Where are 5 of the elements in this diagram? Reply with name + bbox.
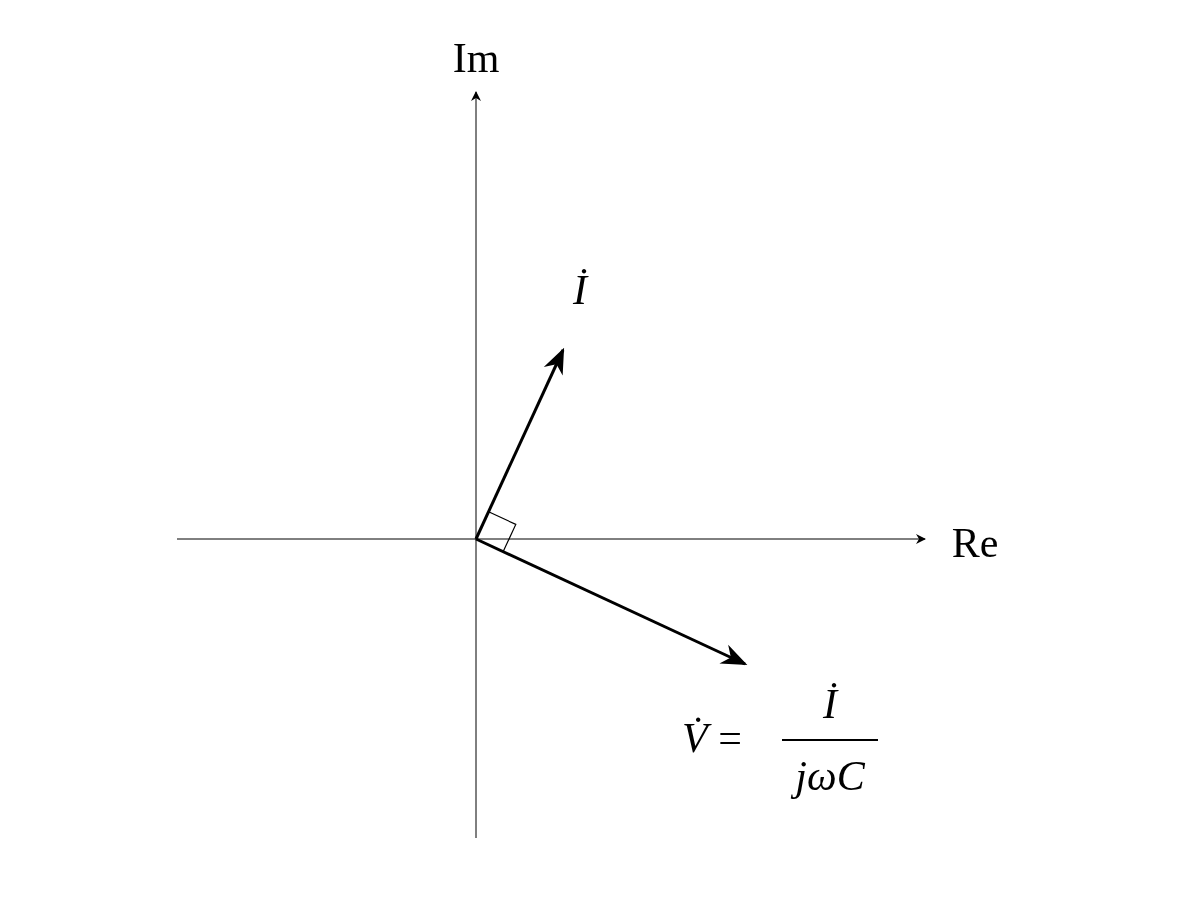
phasor-label: İ bbox=[573, 269, 587, 311]
axis-label: Im bbox=[452, 37, 500, 79]
axis-label: Re bbox=[951, 522, 999, 564]
fraction-numerator: İ bbox=[823, 683, 837, 725]
formula-text: V̇ = bbox=[682, 717, 742, 759]
